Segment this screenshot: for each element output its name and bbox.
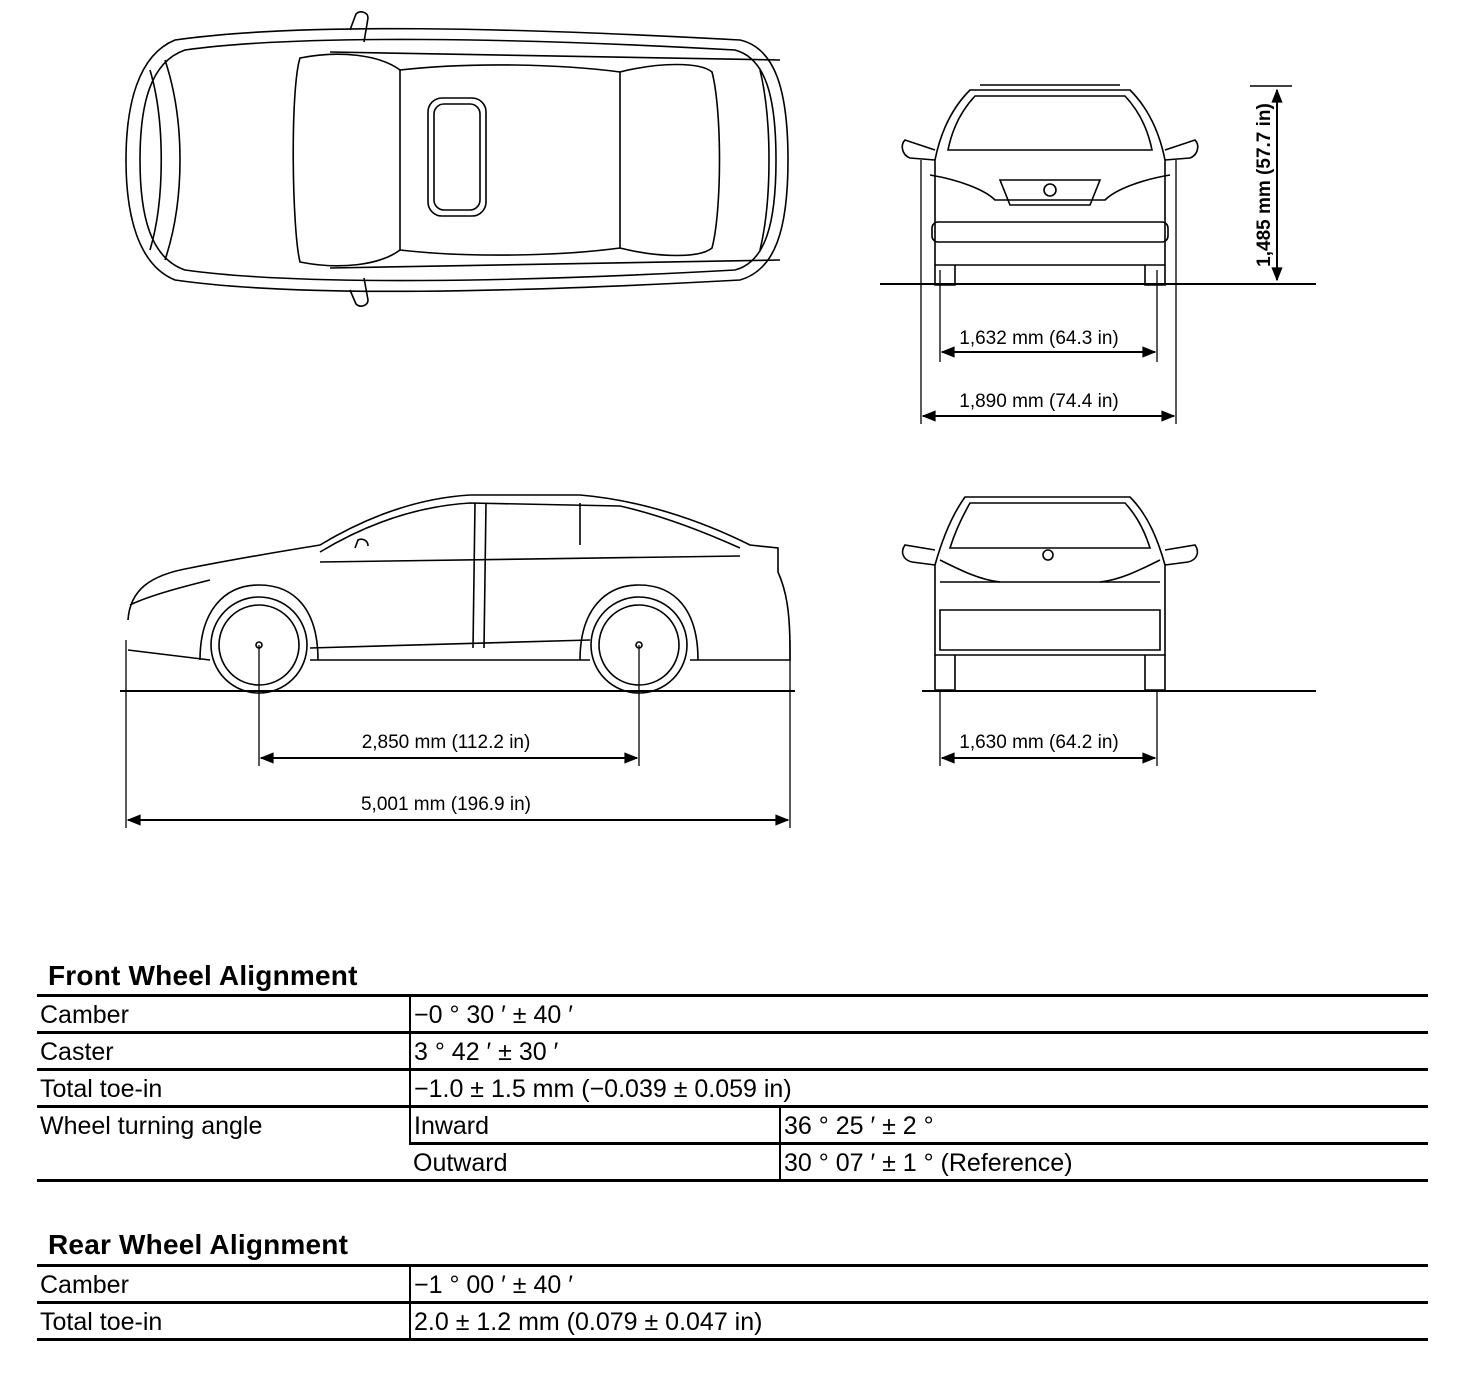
table-row: Wheel turning angle Inward 36 ° 25 ′ ± 2… [37, 1105, 1428, 1182]
outward-label: Outward [410, 1142, 780, 1182]
front-toe-value: −1.0 ± 1.5 mm (−0.039 ± 0.059 in) [409, 1068, 1428, 1108]
rear-tread-label: 1,630 mm (64.2 in) [959, 732, 1118, 753]
inward-value: 36 ° 25 ′ ± 2 ° [779, 1105, 1428, 1145]
overall-length-dimension: 5,001 mm (196.9 in) [125, 640, 791, 828]
turning-angle-label: Wheel turning angle [37, 1105, 410, 1182]
overall-width-label: 1,890 mm (74.4 in) [959, 391, 1118, 412]
table-row: Camber −1 ° 00 ′ ± 40 ′ [37, 1264, 1428, 1304]
front-alignment-title: Front Wheel Alignment [48, 960, 358, 991]
table-row: Total toe-in −1.0 ± 1.5 mm (−0.039 ± 0.0… [37, 1068, 1428, 1108]
rear-alignment-table: Camber −1 ° 00 ′ ± 40 ′ Total toe-in 2.0… [37, 1264, 1428, 1341]
wheelbase-label: 2,850 mm (112.2 in) [362, 732, 531, 753]
rear-toe-value: 2.0 ± 1.2 mm (0.079 ± 0.047 in) [409, 1301, 1428, 1341]
rear-toe-label: Total toe-in [37, 1301, 410, 1341]
table-row: Outward 30 ° 07 ′ ± 1 ° (Reference) [37, 1142, 1428, 1182]
rear-camber-value: −1 ° 00 ′ ± 40 ′ [409, 1264, 1428, 1304]
caster-label: Caster [37, 1031, 410, 1071]
overall-length-label: 5,001 mm (196.9 in) [361, 794, 531, 815]
outward-value: 30 ° 07 ′ ± 1 ° (Reference) [779, 1142, 1428, 1182]
front-alignment-table: Camber −0 ° 30 ′ ± 40 ′ Caster 3 ° 42 ′ … [37, 994, 1428, 1182]
front-tread-label: 1,632 mm (64.3 in) [959, 328, 1118, 349]
front-tread-dimension: 1,632 mm (64.3 in) [939, 270, 1158, 362]
overall-width-dimension: 1,890 mm (74.4 in) [920, 160, 1177, 424]
front-toe-label: Total toe-in [37, 1068, 410, 1108]
rear-alignment-title: Rear Wheel Alignment [48, 1229, 349, 1260]
front-camber-label: Camber [37, 994, 410, 1034]
rear-tread-dimension: 1,630 mm (64.2 in) [939, 690, 1158, 766]
front-camber-value: −0 ° 30 ′ ± 40 ′ [409, 994, 1428, 1034]
table-row: Caster 3 ° 42 ′ ± 30 ′ [37, 1031, 1428, 1071]
vehicle-dimension-drawings: 1,485 mm (57.7 in) 1,632 mm (64.3 in) 1,… [120, 11, 1316, 828]
caster-value: 3 ° 42 ′ ± 30 ′ [409, 1031, 1428, 1071]
wheelbase-dimension: 2,850 mm (112.2 in) [258, 645, 640, 766]
rear-camber-label: Camber [37, 1264, 410, 1304]
car-front-view [901, 84, 1199, 286]
car-side-view [127, 494, 791, 694]
height-dimension: 1,485 mm (57.7 in) [1250, 85, 1292, 282]
inward-label: Inward [409, 1105, 780, 1145]
height-label: 1,485 mm (57.7 in) [1254, 103, 1275, 267]
table-row: Camber −0 ° 30 ′ ± 40 ′ [37, 994, 1428, 1034]
car-top-view [125, 11, 789, 307]
car-rear-view [901, 496, 1199, 691]
table-row: Total toe-in 2.0 ± 1.2 mm (0.079 ± 0.047… [37, 1301, 1428, 1341]
